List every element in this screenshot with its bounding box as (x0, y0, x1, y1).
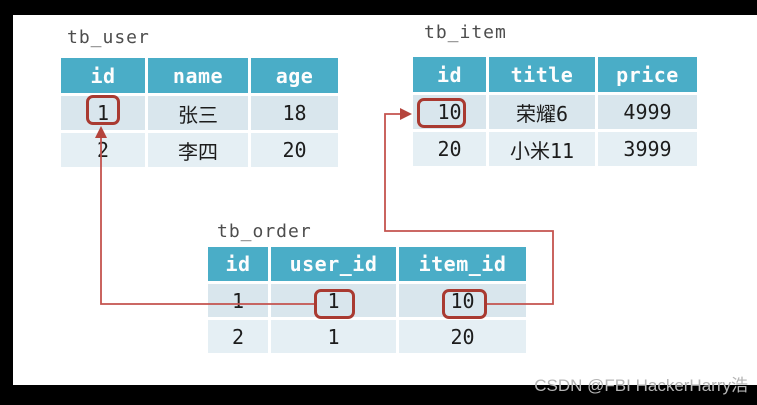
table-tb-order: id user_id item_id 1 1 10 2 1 20 (208, 247, 526, 353)
column-header: item_id (399, 247, 526, 281)
table-cell: 4999 (598, 95, 697, 129)
table-cell: 1 (271, 284, 396, 317)
table-title-tb-user: tb_user (67, 27, 150, 48)
column-header: id (61, 58, 145, 93)
table-cell: 李四 (148, 133, 248, 167)
table-cell: 1 (61, 96, 145, 130)
column-header: price (598, 57, 697, 92)
table-cell: 10 (399, 284, 526, 317)
table-cell: 2 (61, 133, 145, 167)
table-cell: 20 (399, 320, 526, 353)
table-cell: 小米11 (489, 132, 595, 166)
column-header: user_id (271, 247, 396, 281)
table-cell: 18 (251, 96, 338, 130)
column-header: title (489, 57, 595, 92)
table-cell: 10 (413, 95, 486, 129)
watermark: CSDN @FBI HackerHarry浩 (534, 376, 748, 395)
table-cell: 1 (271, 320, 396, 353)
table-tb-user: id name age 1 张三 18 2 李四 20 (61, 58, 338, 167)
column-header: age (251, 58, 338, 93)
table-cell: 3999 (598, 132, 697, 166)
column-header: id (208, 247, 268, 281)
table-cell: 荣耀6 (489, 95, 595, 129)
table-title-tb-order: tb_order (217, 221, 312, 242)
table-tb-item: id title price 10 荣耀6 4999 20 小米11 3999 (413, 57, 697, 166)
table-title-tb-item: tb_item (424, 22, 507, 43)
table-cell: 20 (413, 132, 486, 166)
table-cell: 2 (208, 320, 268, 353)
column-header: id (413, 57, 486, 92)
table-cell: 张三 (148, 96, 248, 130)
table-cell: 1 (208, 284, 268, 317)
column-header: name (148, 58, 248, 93)
table-cell: 20 (251, 133, 338, 167)
